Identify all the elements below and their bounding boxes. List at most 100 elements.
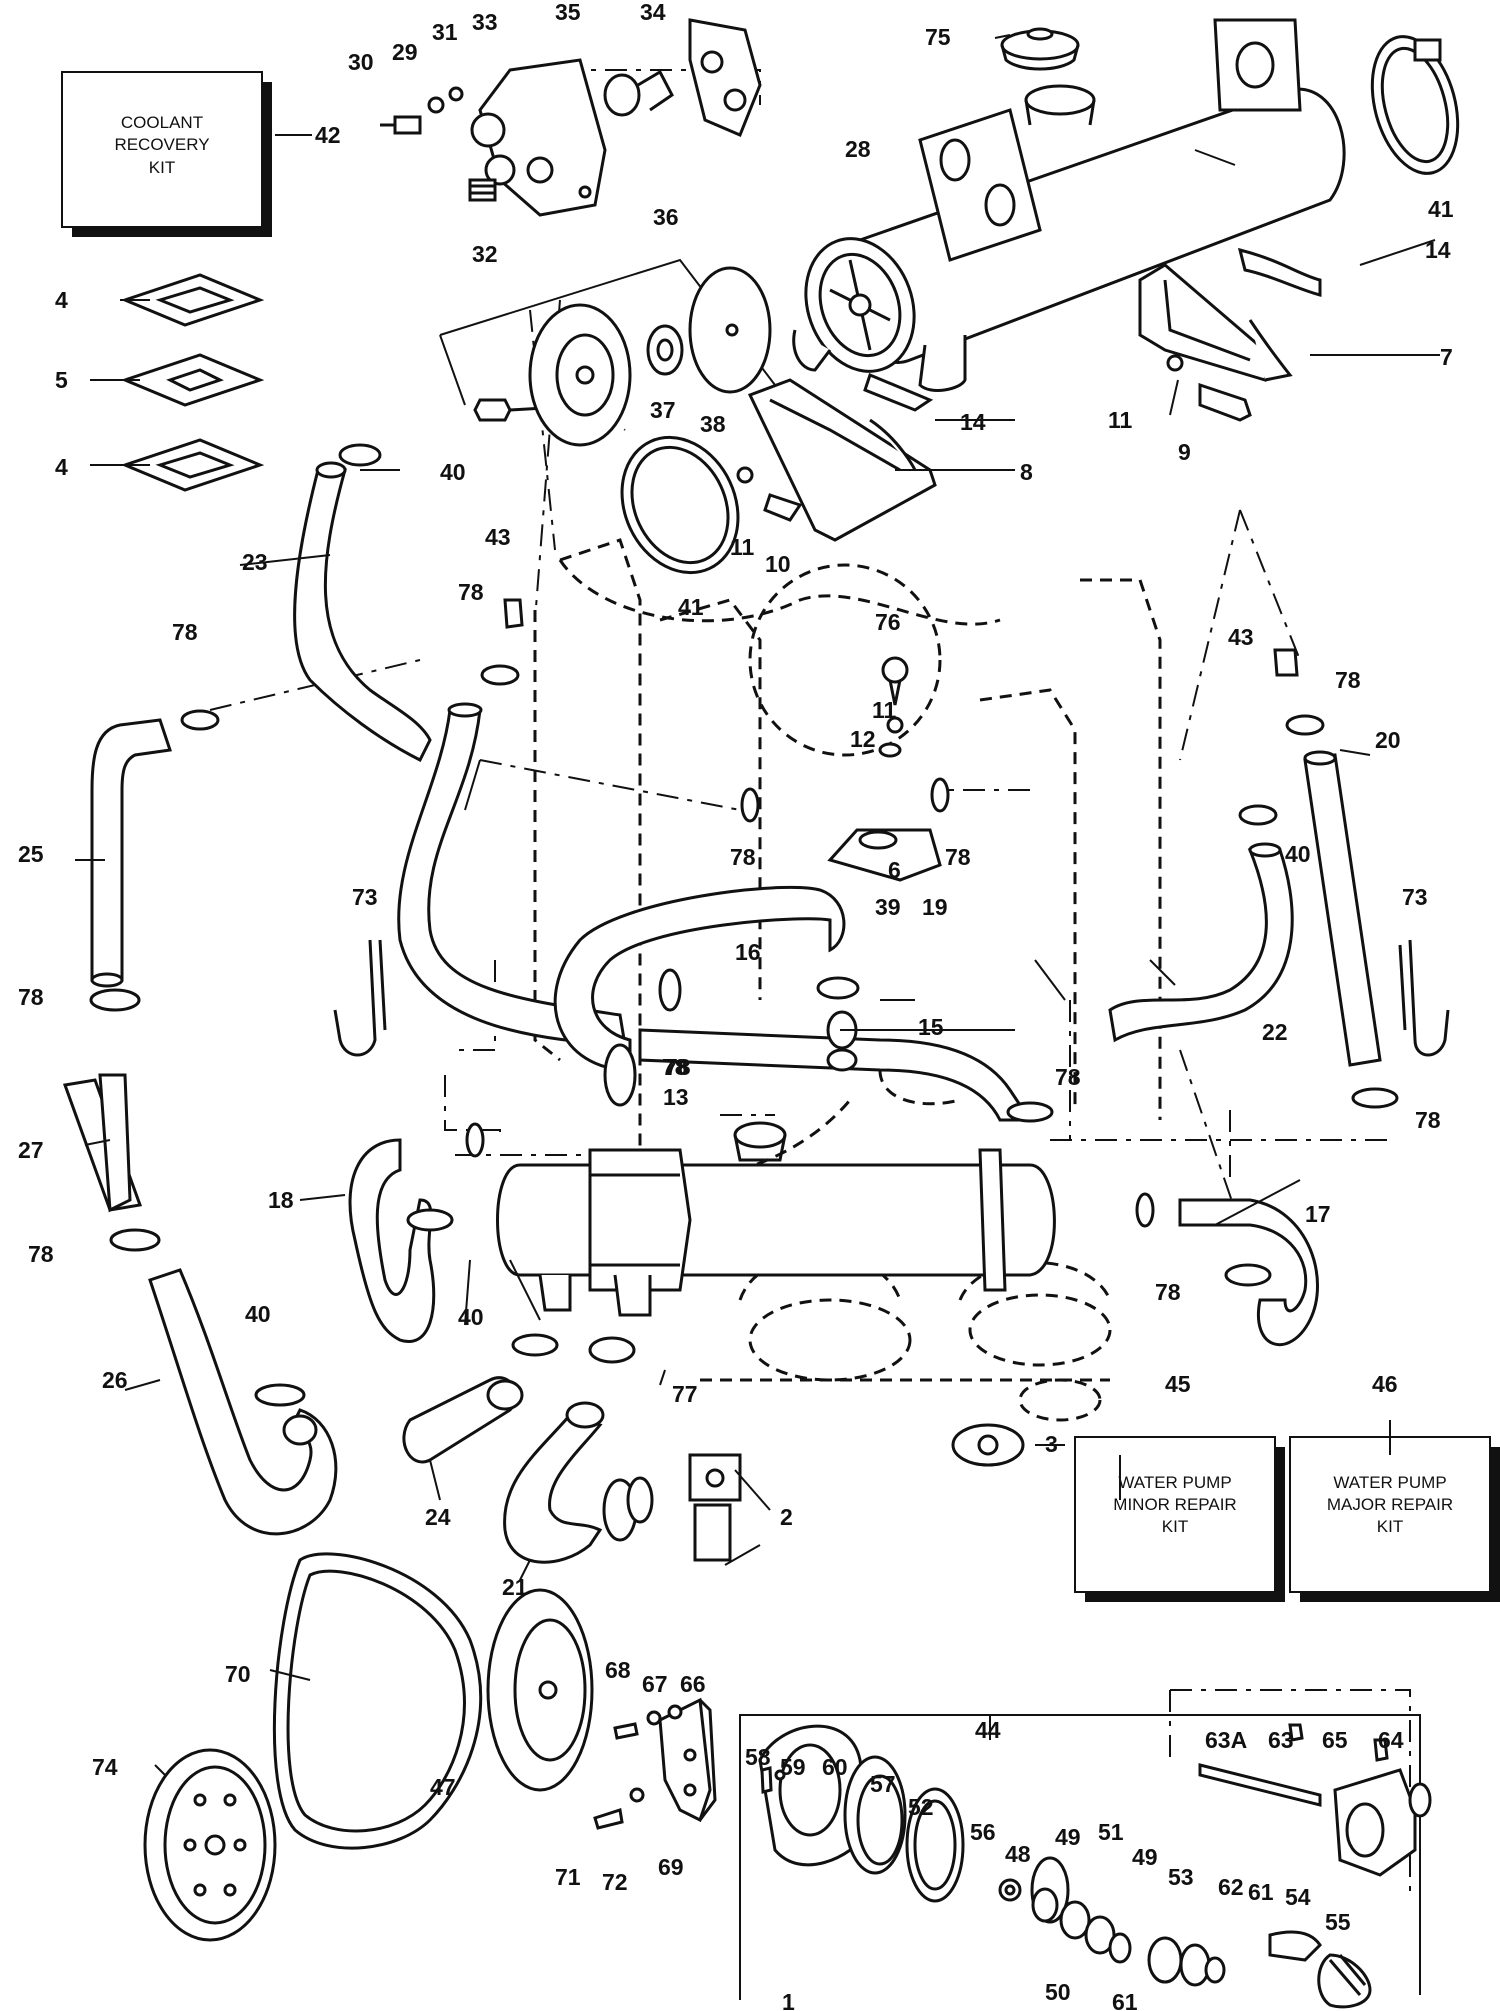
callout-21: 21 bbox=[502, 1574, 528, 1600]
callout-40: 40 bbox=[1285, 841, 1311, 867]
callout-8: 8 bbox=[1020, 459, 1033, 485]
callout-63: 63 bbox=[1268, 1727, 1294, 1753]
pulley-assembly bbox=[439, 258, 776, 447]
kit-label-line: RECOVERY bbox=[114, 135, 209, 154]
callout-67: 67 bbox=[642, 1671, 668, 1697]
callout-69: 69 bbox=[658, 1854, 684, 1880]
kit-label-line: MAJOR REPAIR bbox=[1327, 1495, 1453, 1514]
callout-74: 74 bbox=[92, 1754, 118, 1780]
callout-54: 54 bbox=[1285, 1884, 1311, 1910]
callout-78: 78 bbox=[665, 1054, 691, 1080]
kit-label-line: KIT bbox=[1162, 1517, 1188, 1536]
callout-78: 78 bbox=[1335, 667, 1361, 693]
callout-30: 30 bbox=[348, 49, 374, 75]
callout-29: 29 bbox=[392, 39, 418, 65]
callout-26: 26 bbox=[102, 1367, 128, 1393]
callout-23: 23 bbox=[242, 549, 268, 575]
radiator-cap bbox=[1000, 27, 1080, 71]
callout-24: 24 bbox=[425, 1504, 451, 1530]
mounting-bracket-upper bbox=[1138, 247, 1322, 382]
callout-63a: 63A bbox=[1205, 1727, 1247, 1753]
callout-14: 14 bbox=[1425, 237, 1451, 263]
kit-label-line: WATER PUMP bbox=[1118, 1473, 1231, 1492]
callout-62: 62 bbox=[1218, 1874, 1244, 1900]
callout-58: 58 bbox=[745, 1744, 771, 1770]
callout-42: 42 bbox=[315, 122, 341, 148]
callout-4: 4 bbox=[55, 454, 68, 480]
callout-25: 25 bbox=[18, 841, 44, 867]
callout-66: 66 bbox=[680, 1671, 706, 1697]
callout-40: 40 bbox=[458, 1304, 484, 1330]
callout-43: 43 bbox=[485, 524, 511, 550]
callout-41: 41 bbox=[678, 594, 704, 620]
callout-45: 45 bbox=[1165, 1371, 1191, 1397]
callout-9: 9 bbox=[1178, 439, 1191, 465]
callout-49: 49 bbox=[1055, 1824, 1081, 1850]
crankshaft-pulley bbox=[143, 1748, 277, 1942]
callout-1: 1 bbox=[782, 1989, 795, 2011]
callout-10: 10 bbox=[765, 551, 791, 577]
callout-78: 78 bbox=[1415, 1107, 1441, 1133]
callout-39: 39 bbox=[875, 894, 901, 920]
hoses bbox=[62, 461, 1382, 1564]
hose-bracket-left bbox=[333, 939, 387, 1057]
callout-76: 76 bbox=[875, 609, 901, 635]
callout-16: 16 bbox=[735, 939, 761, 965]
callout-17: 17 bbox=[1305, 1201, 1331, 1227]
callout-leaders bbox=[75, 34, 1440, 1776]
callout-70: 70 bbox=[225, 1661, 251, 1687]
callout-41: 41 bbox=[1428, 196, 1454, 222]
callout-78: 78 bbox=[662, 1054, 688, 1080]
callout-56: 56 bbox=[970, 1819, 996, 1845]
callout-22: 22 bbox=[1262, 1019, 1288, 1045]
minor-repair-kit-box: WATER PUMP MINOR REPAIR KIT bbox=[1074, 1436, 1285, 1602]
callout-43: 43 bbox=[1228, 624, 1254, 650]
thermostat-housing bbox=[380, 18, 762, 217]
hose-clamp-large bbox=[1370, 35, 1460, 175]
gaskets-stack bbox=[120, 273, 265, 492]
callout-11: 11 bbox=[872, 697, 897, 723]
callout-labels: 1 2 3 4 4 5 6 7 8 9 10 11 11 11 12 13 14… bbox=[18, 0, 1454, 2011]
callout-71: 71 bbox=[555, 1864, 581, 1890]
misc-hardware bbox=[602, 828, 1025, 1562]
idler-bracket bbox=[593, 1697, 717, 1830]
coolant-recovery-kit-box: COOLANT RECOVERY KIT bbox=[61, 71, 272, 237]
water-pump-parts-group bbox=[739, 1689, 1432, 2009]
hose-clamp-large bbox=[620, 435, 740, 575]
callout-77: 77 bbox=[672, 1381, 698, 1407]
callout-35: 35 bbox=[555, 0, 581, 25]
callout-2: 2 bbox=[780, 1504, 793, 1530]
callout-55: 55 bbox=[1325, 1909, 1351, 1935]
callout-15: 15 bbox=[918, 1014, 944, 1040]
callout-7: 7 bbox=[1440, 344, 1453, 370]
callout-40: 40 bbox=[440, 459, 466, 485]
callout-3: 3 bbox=[1045, 1431, 1058, 1457]
callout-52: 52 bbox=[908, 1794, 934, 1820]
callout-68: 68 bbox=[605, 1657, 631, 1683]
callout-4: 4 bbox=[55, 287, 68, 313]
callout-40: 40 bbox=[245, 1301, 271, 1327]
hose-clamps-small bbox=[89, 443, 1399, 1524]
major-repair-kit-box: WATER PUMP MAJOR REPAIR KIT bbox=[1289, 1436, 1500, 1602]
callout-64: 64 bbox=[1378, 1727, 1404, 1753]
callout-57: 57 bbox=[870, 1771, 896, 1797]
heat-exchanger-top bbox=[792, 18, 1346, 392]
callout-50: 50 bbox=[1045, 1979, 1071, 2005]
callout-59: 59 bbox=[780, 1754, 806, 1780]
callout-12: 12 bbox=[850, 726, 876, 752]
callout-11: 11 bbox=[730, 534, 755, 560]
callout-73: 73 bbox=[1402, 884, 1428, 910]
callout-72: 72 bbox=[602, 1869, 628, 1895]
callout-61: 61 bbox=[1248, 1879, 1274, 1905]
kit-label-line: COOLANT bbox=[121, 113, 203, 132]
callout-13: 13 bbox=[663, 1084, 689, 1110]
callout-34: 34 bbox=[640, 0, 666, 25]
callout-44: 44 bbox=[975, 1717, 1001, 1743]
kit-label-line: MINOR REPAIR bbox=[1113, 1495, 1236, 1514]
callout-18: 18 bbox=[268, 1187, 294, 1213]
drive-belt bbox=[272, 1552, 483, 1850]
callout-47: 47 bbox=[430, 1774, 456, 1800]
callout-78: 78 bbox=[1055, 1064, 1081, 1090]
callout-11: 11 bbox=[1108, 407, 1133, 433]
